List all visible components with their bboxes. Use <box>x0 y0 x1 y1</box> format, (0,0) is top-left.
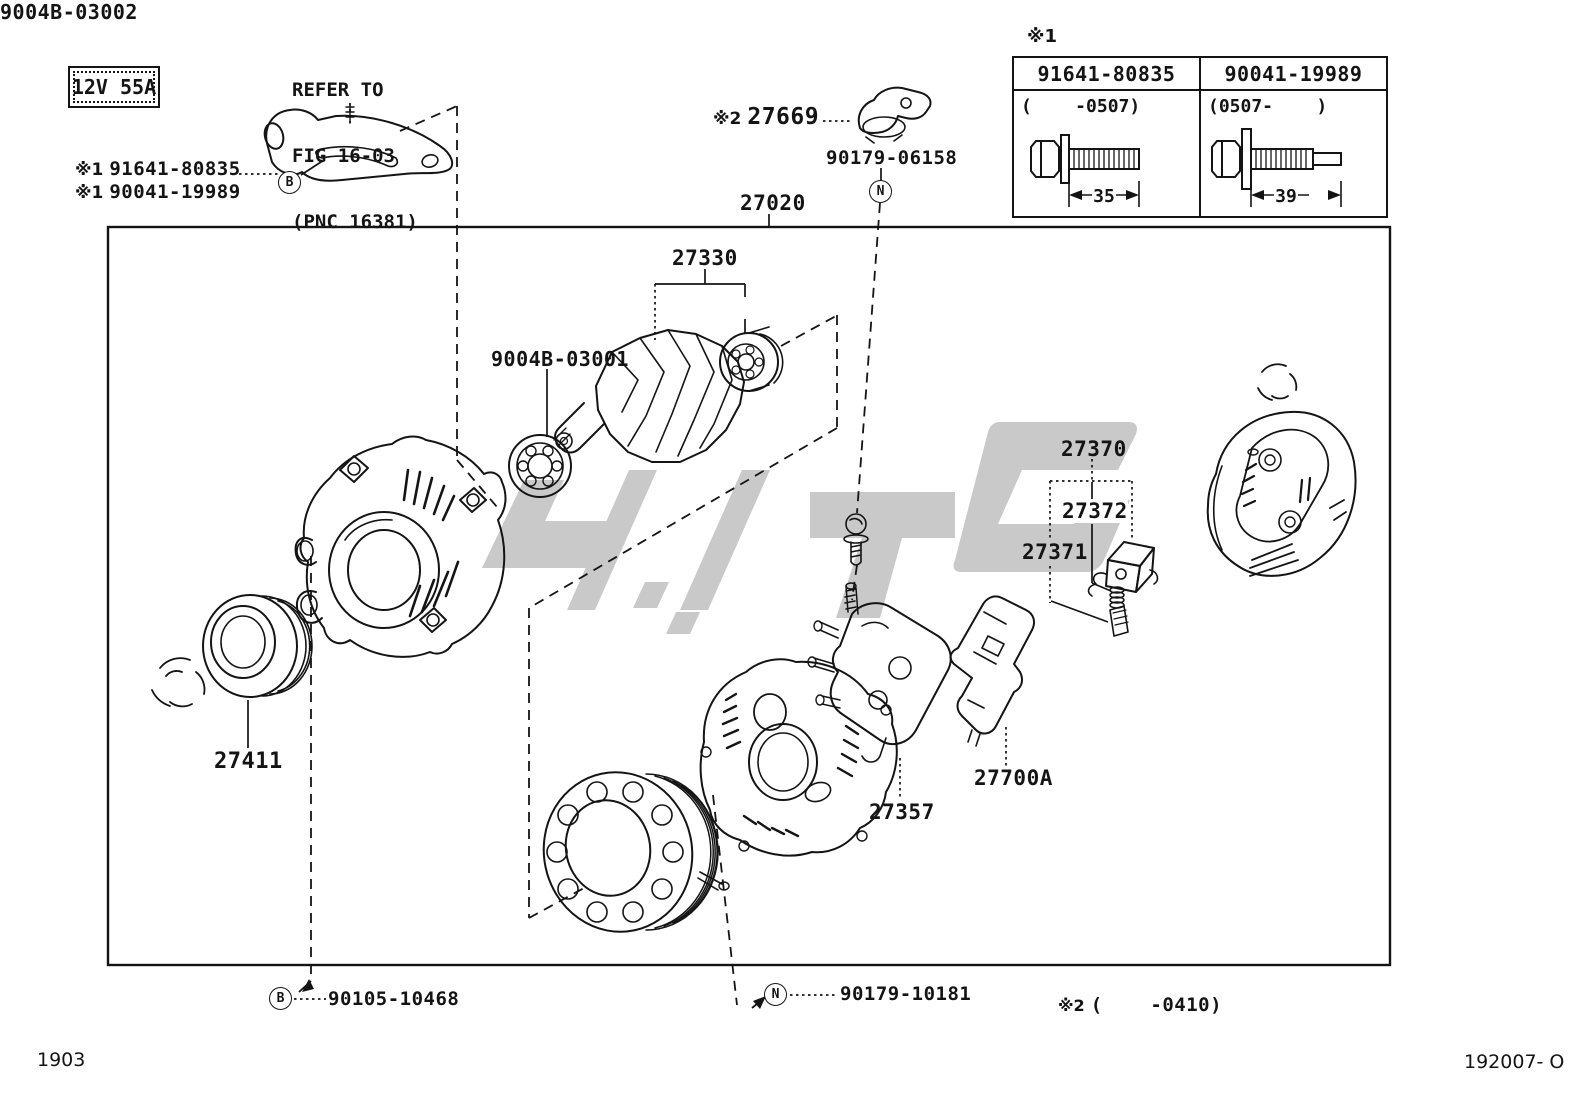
part-number-label: 27370 <box>1061 437 1127 461</box>
regulator-assy-callout: 27370 <box>1061 437 1127 461</box>
connector-bubble-b-bottom: B <box>269 987 292 1010</box>
date-range-value: (0507- ) <box>1208 96 1328 117</box>
bolt-table-marker: ※1 <box>1027 26 1057 47</box>
voltage-rating-badge: 12V 55A <box>68 66 160 108</box>
figure-code-text: 192007- O <box>1464 1051 1565 1073</box>
bracket-bolt-callout-2: ※1 90041-19989 <box>75 181 241 203</box>
connector-letter: N <box>876 184 885 199</box>
footnote-marker: ※1 <box>75 183 104 203</box>
bolt-column-header: 91641-80835 <box>1014 58 1199 91</box>
part-number-label: 90041-19989 <box>1224 61 1363 86</box>
assembly-dashed-lines <box>298 103 881 1009</box>
part-number-label: 90179-06158 <box>826 147 958 169</box>
through-bolt-callout: 90105-10468 <box>328 988 459 1010</box>
figure-code: 192007- O <box>1464 1051 1564 1073</box>
bolt-column-body: ( -0507) 35 <box>1014 91 1199 216</box>
terminal-screw-drawing <box>843 513 869 566</box>
spring-scribble-left <box>151 657 206 708</box>
refer-note-line2: FIG 16-03 <box>292 145 395 167</box>
part-number-label: 27020 <box>740 191 806 215</box>
rectifier-drawing <box>807 582 952 763</box>
connector-letter: N <box>771 987 780 1002</box>
part-number-label: 27330 <box>672 246 738 270</box>
refer-note: REFER TO FIG 16-03 (PNC 16381) <box>292 35 418 277</box>
bolt-variant-column-2: 90041-19989 (0507- ) <box>1199 58 1386 216</box>
terminal-cap-callout: ※2 27669 <box>713 104 819 130</box>
date-range-text: ( -0410) <box>1090 994 1223 1016</box>
spring-scribble-right <box>1257 363 1298 401</box>
rear-bearing-callout: 9004B-03002 <box>0 0 138 24</box>
front-housing-drawing <box>294 435 507 658</box>
bolt-length-dimension: 39 <box>1275 186 1297 207</box>
front-bearing-callout: 9004B-03001 <box>491 347 629 371</box>
part-number-label: 27669 <box>747 104 820 130</box>
date-range-value: ( -0507) <box>1021 96 1141 117</box>
stator-drawing <box>542 771 730 933</box>
rear-bearing-drawing <box>719 326 784 392</box>
footnote-marker: ※2 <box>1058 996 1085 1015</box>
bolt-variant-column-1: 91641-80835 ( -0507) 35 <box>1014 58 1199 216</box>
connector-bubble-n-top: N <box>869 180 892 203</box>
part-number-label: 9004B-03002 <box>0 0 138 24</box>
brush-callout: 27371 <box>1022 540 1088 564</box>
page-number-text: 1903 <box>37 1049 86 1071</box>
rotor-drawing <box>553 329 745 463</box>
refer-note-line3: (PNC 16381) <box>292 211 418 233</box>
bolt-column-header: 90041-19989 <box>1201 58 1386 91</box>
brush-spring-callout: 27372 <box>1062 499 1128 523</box>
regulator-drawing <box>1087 541 1159 637</box>
voltage-rating-text: 12V 55A <box>71 75 157 99</box>
main-boundary-box <box>106 225 1392 967</box>
leader-lines <box>239 120 1133 1000</box>
connector-letter: B <box>285 175 294 190</box>
bolt-column-body: (0507- ) 39 <box>1201 91 1386 216</box>
part-number-label: 90105-10468 <box>328 988 460 1010</box>
part-number-label: 27700A <box>974 766 1053 790</box>
rotor-assy-callout: 27330 <box>672 246 738 270</box>
part-number-label: 9004B-03001 <box>491 347 629 371</box>
part-number-label: 90041-19989 <box>109 181 241 203</box>
rectifier-callout: 27357 <box>869 800 935 824</box>
alternator-assy-callout: 27020 <box>740 191 806 215</box>
refer-note-line1: REFER TO <box>292 79 384 101</box>
part-number-label: 27371 <box>1022 540 1088 564</box>
bolt-length-dimension: 35 <box>1093 186 1115 207</box>
part-number-label: 91641-80835 <box>1037 61 1176 86</box>
brush-holder-callout: 27700A <box>974 766 1053 790</box>
watermark-logo <box>482 422 1137 634</box>
pulley-callout: 27411 <box>214 749 283 774</box>
variant-date-note: ※2 ( -0410) <box>1058 994 1222 1016</box>
shaft-nut-callout: 90179-10181 <box>840 983 971 1005</box>
bolt-drawing-35mm: 35 <box>1030 134 1140 207</box>
rear-cover-drawing <box>1206 410 1357 577</box>
part-number-label: 90179-10181 <box>840 983 972 1005</box>
footnote-marker: ※2 <box>713 109 742 129</box>
terminal-cap-drawing <box>857 86 932 144</box>
pulley-drawing <box>202 594 313 698</box>
rear-housing-drawing <box>699 658 898 857</box>
connector-letter: B <box>276 991 285 1006</box>
bracket-bolt-callouts: ※1 91641-80835 ※1 90041-19989 <box>75 158 241 203</box>
connector-bubble-b-top: B <box>278 171 301 194</box>
terminal-nut-callout: 90179-06158 <box>826 147 957 169</box>
part-number-label: 27372 <box>1062 499 1128 523</box>
connector-bubble-n-bottom: N <box>764 983 787 1006</box>
brush-holder-drawing <box>949 595 1035 747</box>
front-bearing-drawing <box>508 434 572 498</box>
part-number-label: 27411 <box>214 749 283 774</box>
page-number: 1903 <box>37 1049 85 1071</box>
part-number-label: 91641-80835 <box>109 158 241 180</box>
bracket-bolt-callout-1: ※1 91641-80835 <box>75 158 241 180</box>
footnote-marker: ※1 <box>75 160 104 180</box>
part-number-label: 27357 <box>869 800 935 824</box>
bolt-drawing-39mm: 39 <box>1211 128 1342 207</box>
bolt-variant-table: 91641-80835 ( -0507) 35 <box>1012 56 1388 218</box>
footnote-marker: ※1 <box>1027 26 1058 47</box>
date-range-text: (0507- ) <box>1208 96 1327 117</box>
date-range-text: ( -0507) <box>1021 96 1140 117</box>
